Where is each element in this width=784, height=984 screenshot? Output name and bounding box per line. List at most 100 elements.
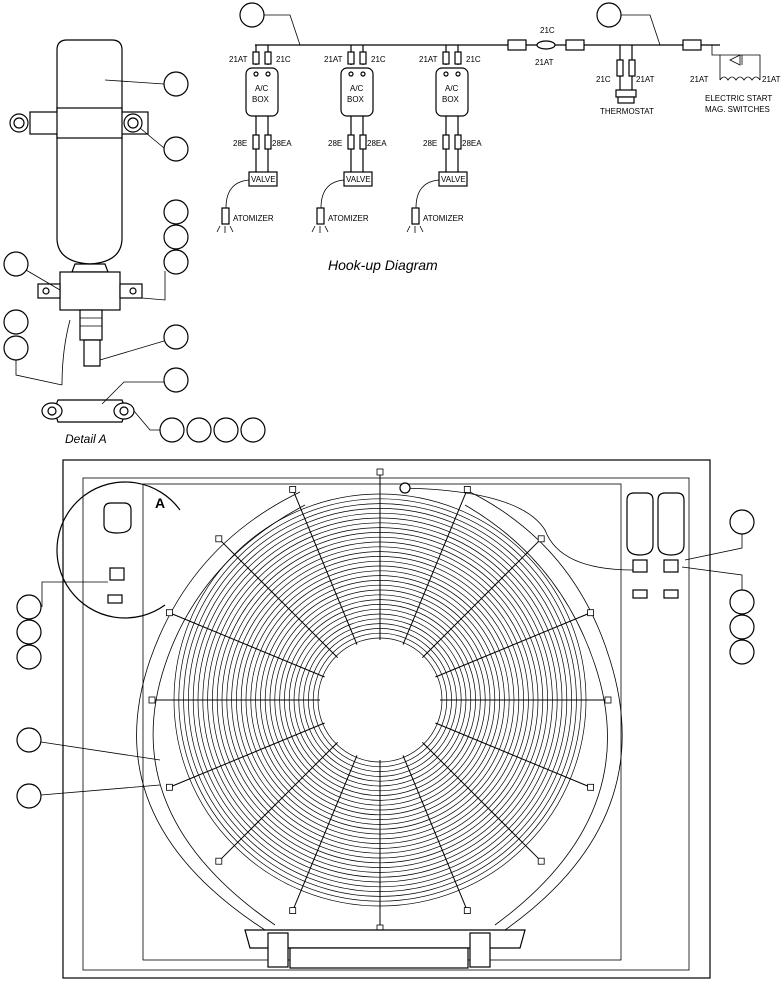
thermostat: 21C 21AT THERMOSTAT	[596, 45, 655, 116]
callout-bubble	[3, 309, 29, 335]
coil-bracket	[435, 722, 589, 787]
bracket-bolt-left	[9, 113, 29, 133]
coil-bracket	[293, 755, 358, 909]
callout-bubble	[163, 199, 189, 225]
detail-a-marker: A	[155, 495, 165, 511]
bracket-clip	[165, 783, 173, 791]
callout-bubble	[16, 727, 42, 753]
svg-text:VALVE: VALVE	[441, 175, 466, 184]
svg-text:21AT: 21AT	[535, 58, 554, 67]
callout-bubble	[16, 619, 42, 645]
callout-bubble	[163, 324, 189, 350]
ac-branch-1: 21AT 21C A/C BOX 28E 28EA VALVE ATOMIZER	[216, 45, 292, 233]
svg-text:28E: 28E	[423, 139, 437, 148]
atomizer-nozzle	[316, 207, 325, 225]
svg-text:28EA: 28EA	[367, 139, 387, 148]
coil-brackets	[148, 468, 612, 932]
callout-bubble	[3, 251, 29, 277]
ac-branch-2: 21AT 21C A/C BOX 28E 28EA VALVE ATOMIZER	[311, 45, 387, 233]
base-mount	[244, 929, 526, 949]
head-port-right	[119, 283, 143, 299]
ac-branch-3: 21AT 21C A/C BOX 28E 28EA VALVE ATOMIZER	[406, 45, 482, 233]
callout-bubble	[16, 594, 42, 620]
callout-bubble	[729, 509, 755, 535]
callout-bubble	[729, 614, 755, 640]
callout-bubble	[239, 2, 265, 28]
callout-bubble	[163, 249, 189, 275]
center-plate	[142, 483, 622, 961]
svg-text:21C: 21C	[276, 55, 291, 64]
bracket-clip	[376, 468, 384, 476]
svg-text:THERMOSTAT: THERMOSTAT	[600, 107, 654, 116]
svg-text:A/C: A/C	[255, 84, 269, 93]
filter-head	[59, 271, 121, 311]
bracket-clip	[148, 696, 156, 704]
inner-frame	[82, 477, 690, 971]
main-assembly: A	[16, 459, 755, 979]
coil-bracket	[422, 539, 541, 658]
bracket-clip	[289, 485, 297, 493]
valve-box	[438, 171, 468, 187]
ac-box	[340, 67, 374, 117]
detail-a-drawing: Detail A	[9, 39, 149, 446]
ac-box	[245, 67, 279, 117]
bracket-clip	[604, 696, 612, 704]
outlet-fitting	[79, 309, 103, 341]
elbow-fitting	[83, 339, 101, 367]
coil-bracket	[422, 742, 541, 861]
svg-text:21C: 21C	[371, 55, 386, 64]
callout-bubble	[186, 417, 212, 443]
detail-a-circle	[56, 481, 181, 619]
callout-bubble	[163, 367, 189, 393]
small-filter	[103, 502, 132, 534]
svg-text:ATOMIZER: ATOMIZER	[328, 214, 369, 223]
bracket-clamp	[56, 107, 123, 139]
svg-text:28E: 28E	[328, 139, 342, 148]
svg-text:21C: 21C	[596, 75, 611, 84]
bracket-clip	[289, 907, 297, 914]
svg-text:VALVE: VALVE	[346, 175, 371, 184]
coil-bracket	[402, 755, 467, 909]
svg-text:28EA: 28EA	[462, 139, 482, 148]
bracket-clip	[537, 535, 545, 543]
mag-switches: 21AT 21AT ELECTRIC START MAG. SWITCHES	[690, 45, 781, 114]
callout-bubble	[163, 224, 189, 250]
hex-nut	[71, 263, 109, 273]
hookup-diagram-title: Hook-up Diagram	[328, 257, 438, 273]
callout-bubble	[213, 417, 239, 443]
svg-text:VALVE: VALVE	[251, 175, 276, 184]
fuse-connector-left	[507, 39, 527, 51]
coil-bracket	[402, 491, 467, 645]
atomizer-nozzle	[411, 207, 420, 225]
svg-text:21AT: 21AT	[762, 75, 781, 84]
callout-bubble	[729, 589, 755, 615]
valve-box	[248, 171, 278, 187]
svg-text:21AT: 21AT	[690, 75, 709, 84]
callout-bubble	[163, 136, 189, 162]
svg-text:21C: 21C	[466, 55, 481, 64]
hookup-diagram: 21C 21AT 21AT 21C A/C BOX 28E 28EA VALVE	[216, 2, 781, 273]
coil-bracket	[435, 613, 589, 678]
bracket-bolt-right	[123, 113, 143, 133]
svg-text:ELECTRIC START: ELECTRIC START	[705, 94, 772, 103]
callout-bubble	[729, 639, 755, 665]
valve-box	[343, 171, 373, 187]
svg-text:21AT: 21AT	[419, 55, 438, 64]
svg-text:21AT: 21AT	[636, 75, 655, 84]
filter-canister	[56, 39, 123, 265]
bracket-clip	[463, 907, 471, 914]
svg-text:21C: 21C	[540, 26, 555, 35]
fuse-connector-right	[565, 39, 585, 51]
svg-text:28EA: 28EA	[272, 139, 292, 148]
base-foot-right	[469, 932, 491, 968]
callout-bubble	[163, 71, 189, 97]
svg-text:28E: 28E	[233, 139, 247, 148]
base-foot-left	[267, 932, 289, 968]
callout-bubble	[159, 417, 185, 443]
bracket-clip	[587, 783, 594, 791]
bracket-clip	[215, 535, 223, 543]
fuse-symbol	[536, 40, 556, 50]
callout-bubble	[240, 417, 266, 443]
